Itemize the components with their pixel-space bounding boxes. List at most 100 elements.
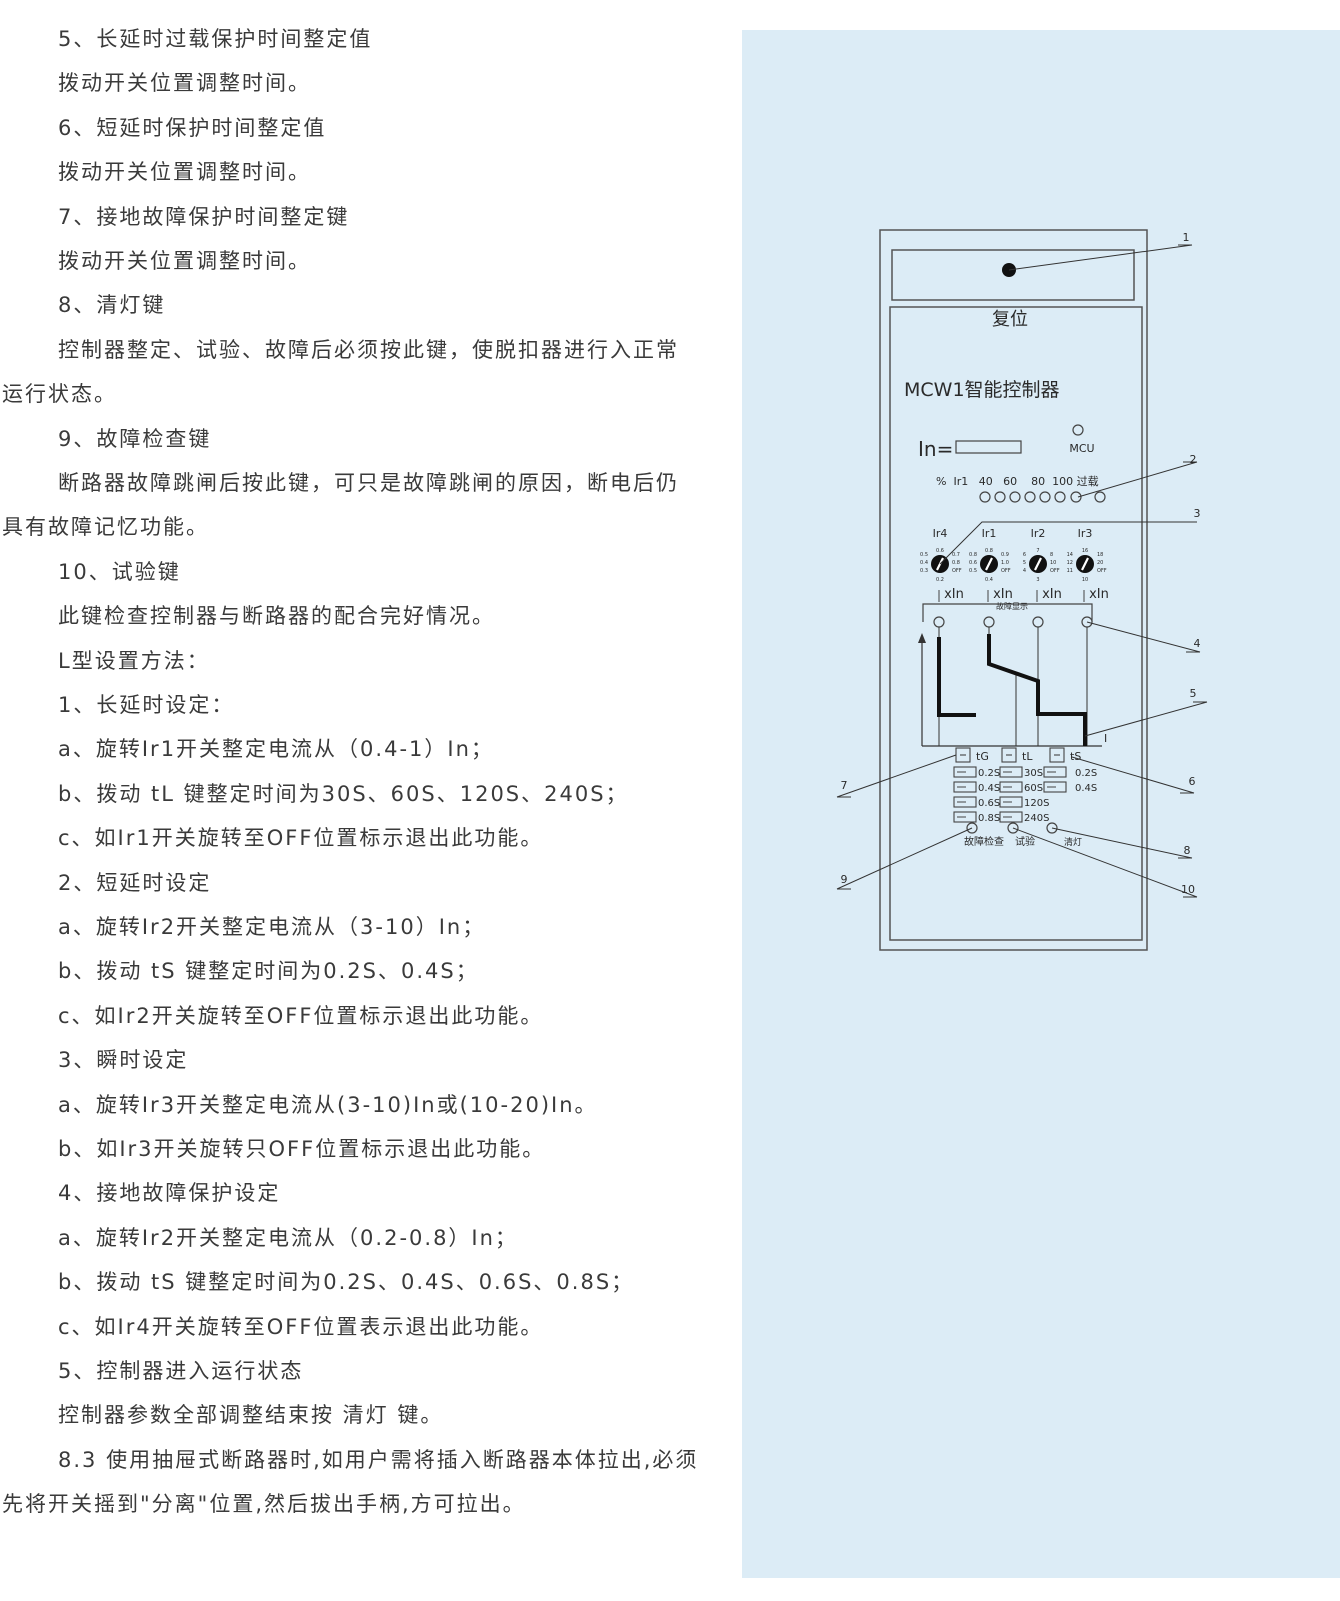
curve-y-arrow xyxy=(918,633,926,643)
dip-switch[interactable] xyxy=(953,781,977,793)
knob-label: Ir2 xyxy=(1031,527,1046,540)
test-label: 试验 xyxy=(1015,835,1035,848)
knob-scale-right: 18 xyxy=(1097,552,1103,558)
text-line: 6、短延时保护时间整定值 xyxy=(58,115,327,140)
text-line: 拨动开关位置调整时间。 xyxy=(58,71,311,96)
controller-frame xyxy=(879,229,1148,951)
text-line: 运行状态。 xyxy=(2,382,117,407)
dip-switch[interactable] xyxy=(1043,781,1067,793)
text-line: 8、清灯键 xyxy=(58,293,166,318)
knob-scale-right: OFF xyxy=(952,568,962,574)
callout-line xyxy=(836,827,973,890)
clear-button[interactable] xyxy=(1046,822,1058,834)
controller-title: MCW1智能控制器 xyxy=(904,379,1060,401)
text-line: 拨动开关位置调整时间。 xyxy=(58,160,311,185)
dip-switch-label: 30S xyxy=(1024,768,1043,779)
text-line: a、旋转Ir1开关整定电流从（0.4-1）In； xyxy=(58,737,494,762)
curve-ground xyxy=(937,637,976,717)
knob-pointer xyxy=(985,557,993,571)
knob-unit: xIn xyxy=(1089,587,1109,602)
dip-switch[interactable] xyxy=(999,766,1023,778)
knob-scale-right: 0.9 xyxy=(1001,552,1009,558)
text-line: 4、接地故障保护设定 xyxy=(58,1181,281,1206)
status-led xyxy=(979,491,991,503)
knob-scale-bottom: 0.2 xyxy=(936,577,944,583)
switch-group-ts: tS0.2S0.4S xyxy=(1043,747,1097,794)
callout-number: 2 xyxy=(1190,453,1197,466)
callout-number: 4 xyxy=(1194,637,1201,650)
knob-pointer xyxy=(1081,557,1089,571)
knob-scale-right: OFF xyxy=(1097,568,1107,574)
knob-scale-right: 0.7 xyxy=(952,552,960,558)
text-line: 此键检查控制器与断路器的配合完好情况。 xyxy=(58,604,495,629)
callout-line xyxy=(1008,244,1193,271)
callout-number: 5 xyxy=(1190,687,1197,700)
switch-group-label: tL xyxy=(1022,750,1033,763)
knob-label: Ir4 xyxy=(933,527,948,540)
knob-scale-bottom: 3 xyxy=(1036,577,1039,583)
diagram-panel-background xyxy=(742,30,1340,1578)
knob-scale-left: 0.6 xyxy=(969,560,977,566)
knob-scale-left: 12 xyxy=(1067,560,1073,566)
knob-scale-left: 0.4 xyxy=(920,560,928,566)
knob-scale-left: 5 xyxy=(1023,560,1026,566)
text-line: c、如Ir1开关旋转至OFF位置标示退出此功能。 xyxy=(58,826,544,851)
status-led xyxy=(1094,491,1106,503)
text-line: 8.3 使用抽屉式断路器时,如用户需将插入断路器本体拉出,必须 xyxy=(58,1447,699,1472)
knob-unit: xIn xyxy=(944,587,964,602)
knob-scale-left: 6 xyxy=(1023,552,1026,558)
text-line: 5、长延时过载保护时间整定值 xyxy=(58,27,373,51)
text-line: 1、长延时设定： xyxy=(58,693,235,717)
callout-line xyxy=(1084,701,1208,737)
in-display xyxy=(955,440,1022,454)
curve-trip xyxy=(987,634,1087,746)
fault-check-button[interactable] xyxy=(966,822,978,834)
knob-scale-right: 8 xyxy=(1050,552,1053,558)
switch-group-icon xyxy=(1049,747,1065,763)
knob-scale-top: 16 xyxy=(1082,548,1088,554)
dip-switch-label: 0.2S xyxy=(978,768,1000,779)
knob-label: Ir1 xyxy=(982,527,997,540)
status-led xyxy=(1009,491,1021,503)
callout-line xyxy=(1051,827,1193,859)
reset-label: 复位 xyxy=(992,309,1028,330)
callout-number: 9 xyxy=(841,873,848,886)
knob-scale-top: 0.8 xyxy=(985,548,993,554)
dip-switch[interactable] xyxy=(999,781,1023,793)
knob-scale-left: 14 xyxy=(1067,552,1073,558)
dip-switch[interactable] xyxy=(999,796,1023,808)
knob-unit: xIn xyxy=(993,587,1013,602)
text-line: b、拨动 tL 键整定时间为30S、60S、120S、240S； xyxy=(58,781,629,806)
dip-switch-label: 0.8S xyxy=(978,813,1000,824)
dip-switch-label: 60S xyxy=(1024,783,1043,794)
fault-led-ir2 xyxy=(1032,616,1044,628)
text-line: b、拨动 tS 键整定时间为0.2S、0.4S、0.6S、0.8S； xyxy=(58,1270,635,1295)
led-row-label: % Ir1 40 60 80 100 过载 xyxy=(936,475,1099,488)
dip-switch[interactable] xyxy=(953,811,977,823)
dip-switch[interactable] xyxy=(953,796,977,808)
dip-switch-label: 0.4S xyxy=(1075,783,1097,794)
knob-scale-left: 4 xyxy=(1023,568,1026,574)
callout-line xyxy=(1086,621,1201,653)
knob-scale-right: OFF xyxy=(1050,568,1060,574)
dip-switch[interactable] xyxy=(999,811,1023,823)
test-button[interactable] xyxy=(1007,822,1019,834)
status-led xyxy=(1024,491,1036,503)
text-line: 2、短延时设定 xyxy=(58,870,212,895)
text-line: 拨动开关位置调整时间。 xyxy=(58,249,311,273)
switch-group-icon xyxy=(1001,747,1017,763)
text-line: 3、瞬时设定 xyxy=(58,1048,189,1073)
fault-led-ir4 xyxy=(933,616,945,628)
callout-line xyxy=(939,521,1197,565)
callout-number: 3 xyxy=(1194,507,1201,520)
knob-pointer xyxy=(1034,557,1042,571)
dip-switch[interactable] xyxy=(1043,766,1067,778)
dip-switch[interactable] xyxy=(953,766,977,778)
text-line: c、如Ir2开关旋转至OFF位置标示退出此功能。 xyxy=(58,1003,544,1028)
controller-inner-panel xyxy=(889,306,1143,941)
